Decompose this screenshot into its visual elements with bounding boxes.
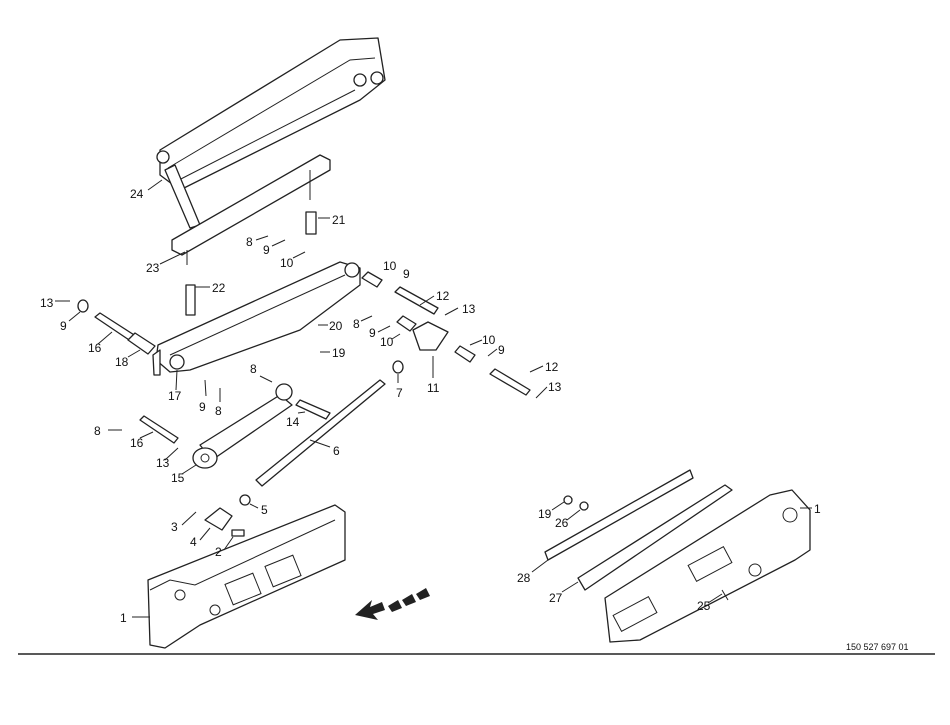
callout-6: 6: [333, 444, 340, 458]
callout-16: 16: [88, 341, 102, 355]
callout-13: 13: [40, 296, 54, 310]
part-26-washer: [579, 501, 589, 511]
part-27-rack: [577, 484, 733, 591]
part-15-cylinder: [192, 383, 293, 469]
part-18-bushing: [127, 332, 156, 355]
callout-24: 24: [130, 187, 144, 201]
callout-4: 4: [190, 535, 197, 549]
part-10-bushing: [361, 271, 383, 288]
callout-19: 19: [538, 507, 552, 521]
drawing-number: 150 527 697 01: [846, 642, 909, 652]
callout-9: 9: [263, 243, 270, 257]
callout-10: 10: [482, 333, 496, 347]
callout-15: 15: [171, 471, 185, 485]
callout-9: 9: [403, 267, 410, 281]
part-9-washer: [77, 299, 89, 313]
part-22-pin: [185, 284, 196, 316]
part-6-rod: [255, 379, 386, 487]
callout-5: 5: [261, 503, 268, 517]
part-11-bracket: [412, 321, 449, 351]
callout-23: 23: [146, 261, 160, 275]
callout-9: 9: [498, 343, 505, 357]
callout-9: 9: [369, 326, 376, 340]
callout-8: 8: [246, 235, 253, 249]
part-21-spring: [305, 211, 317, 235]
callout-2: 2: [215, 545, 222, 559]
callout-8: 8: [353, 317, 360, 331]
part-4-clevis: [204, 507, 233, 531]
callout-9: 9: [199, 400, 206, 414]
callout-25: 25: [697, 599, 711, 613]
callout-22: 22: [212, 281, 226, 295]
part-1-frame-right: [604, 489, 811, 643]
part-12-pin: [394, 286, 439, 315]
callout-13: 13: [462, 302, 476, 316]
part-23-plate: [171, 154, 331, 265]
callout-10: 10: [280, 256, 294, 270]
callout-18: 18: [115, 355, 129, 369]
callout-21: 21: [332, 213, 346, 227]
callout-1: 1: [814, 502, 821, 516]
callout-9: 9: [60, 319, 67, 333]
direction-arrow-icon: [355, 588, 430, 620]
callout-20: 20: [329, 319, 343, 333]
callout-8: 8: [94, 424, 101, 438]
callout-10: 10: [383, 259, 397, 273]
callout-labels: 24 23 21 8 9 10 10 9 22 13 9 16 18 17 20…: [40, 187, 821, 625]
part-19-nut: [563, 495, 573, 505]
callout-19: 19: [332, 346, 346, 360]
callout-12: 12: [545, 360, 559, 374]
part-7-nut: [392, 360, 404, 374]
callout-13: 13: [156, 456, 170, 470]
part-10-bushing: [396, 315, 417, 332]
part-14-pin: [295, 399, 331, 420]
part-10-bushing: [454, 345, 476, 363]
callout-8: 8: [250, 362, 257, 376]
part-12-pin: [489, 368, 531, 396]
part-5-nut: [239, 494, 251, 506]
callout-14: 14: [286, 415, 300, 429]
callout-11: 11: [427, 381, 440, 395]
part-2-bolt: [231, 529, 245, 537]
callout-16: 16: [130, 436, 144, 450]
part-25-screw: [721, 589, 729, 601]
part-1-frame-left: [147, 504, 346, 649]
callout-28: 28: [517, 571, 531, 585]
callout-26: 26: [555, 516, 569, 530]
callout-7: 7: [396, 386, 403, 400]
part-16-pin: [139, 415, 179, 444]
leader-lines: [55, 179, 812, 618]
part-17-beam: [152, 261, 361, 376]
callout-8: 8: [215, 404, 222, 418]
callout-13: 13: [548, 380, 562, 394]
callout-1: 1: [120, 611, 127, 625]
callout-12: 12: [436, 289, 450, 303]
callout-17: 17: [168, 389, 182, 403]
callout-27: 27: [549, 591, 563, 605]
callout-3: 3: [171, 520, 178, 534]
callout-10: 10: [380, 335, 394, 349]
part-24-upper-arm: [156, 37, 386, 229]
part-28-strip: [544, 469, 694, 561]
